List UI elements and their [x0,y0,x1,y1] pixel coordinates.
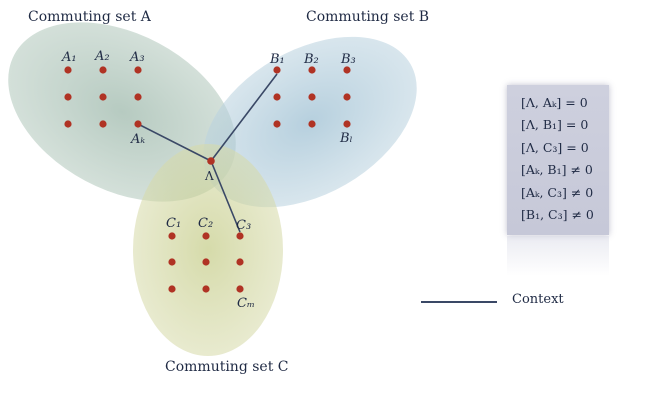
node-b [308,120,316,128]
node-b [273,120,281,128]
set-b-nodes [273,66,351,128]
node-a [99,93,107,101]
set-b-label: Commuting set B [306,9,429,25]
node-a [134,93,142,101]
node-b [343,93,351,101]
node-ak [134,120,142,128]
node-b [273,93,281,101]
relations-panel-reflection [507,236,609,276]
label-ak: Aₖ [130,132,145,147]
label-bl: Bₗ [339,131,353,146]
node-c [236,258,244,266]
edge-lambda-ak [137,123,212,162]
commuting-set-c-region [133,144,283,356]
label-c1: C₁ [166,216,181,231]
label-lambda: Λ [204,169,214,183]
edge-lambda-c3 [210,160,241,233]
node-b2 [308,66,316,74]
node-cm [236,285,244,293]
context-legend-line [421,301,497,303]
node-a3 [134,66,142,74]
relation-6: [B₁, C₃] ≠ 0 [521,207,594,222]
label-b3: B₃ [340,52,356,67]
node-c2 [202,232,210,240]
node-a2 [99,66,107,74]
set-a-nodes [64,66,142,128]
label-c2: C₂ [198,216,213,231]
node-c [202,285,210,293]
context-legend-label: Context [512,292,564,307]
commutation-relations-panel: [Λ, Aₖ] = 0 [Λ, B₁] = 0 [Λ, C₃] = 0 [Aₖ,… [507,85,609,235]
relation-3: [Λ, C₃] = 0 [521,140,589,155]
node-a [64,120,72,128]
label-a3: A₃ [129,50,145,65]
node-lambda [207,157,215,165]
edge-lambda-b1 [210,73,278,162]
node-b [308,93,316,101]
node-a [99,120,107,128]
relation-2: [Λ, B₁] = 0 [521,117,589,132]
set-c-nodes [168,232,244,293]
label-a1: A₁ [61,50,77,65]
label-b2: B₂ [303,52,319,67]
label-cm: Cₘ [237,296,255,311]
label-b1: B₁ [269,52,285,67]
label-c3: C₃ [236,218,251,233]
relation-5: [Aₖ, C₃] ≠ 0 [521,185,594,200]
node-c1 [168,232,176,240]
label-a2: A₂ [94,49,110,64]
set-a-label: Commuting set A [28,9,152,25]
node-b1 [273,66,281,74]
node-c3 [236,232,244,240]
relation-4: [Aₖ, B₁] ≠ 0 [521,162,593,177]
relation-1: [Λ, Aₖ] = 0 [521,95,588,110]
node-bl [343,120,351,128]
set-c-label: Commuting set C [165,359,289,375]
node-c [168,285,176,293]
node-a1 [64,66,72,74]
node-c [202,258,210,266]
node-c [168,258,176,266]
node-b3 [343,66,351,74]
node-a [64,93,72,101]
